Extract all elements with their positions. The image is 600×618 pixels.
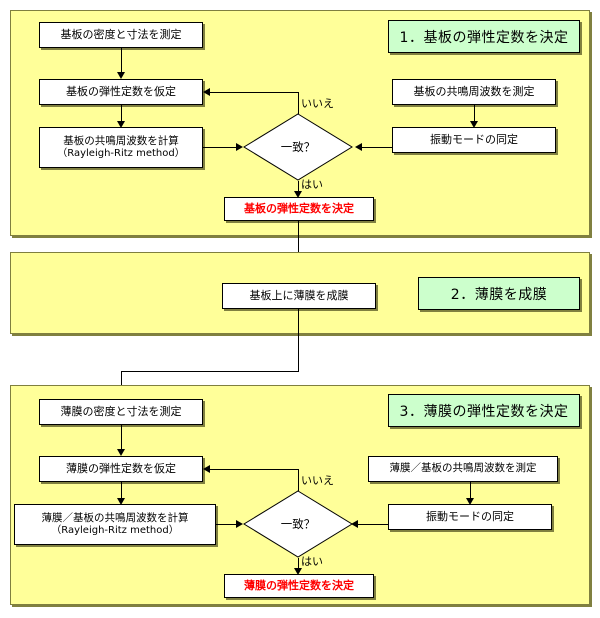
node-measure-density-3[interactable]: 薄膜の密度と寸法を測定: [39, 399, 203, 425]
connector-measfreq-to-mode-3: [470, 482, 471, 502]
arrowhead-yes-to-result-1: [294, 191, 302, 198]
node-decision-1[interactable]: 一致？: [243, 113, 353, 181]
arrowhead-assume-to-calc-3: [117, 498, 125, 505]
node-result-3-label: 薄膜の弾性定数を決定: [244, 579, 354, 593]
node-identify-mode-1[interactable]: 振動モードの同定: [392, 127, 556, 153]
node-calc-frequency-1-line2: （Rayleigh‐Ritz method）: [57, 147, 185, 159]
edge-label-yes-1: はい: [301, 178, 323, 191]
node-assume-constants-3[interactable]: 薄膜の弾性定数を仮定: [39, 456, 203, 482]
node-calc-frequency-1-line1: 基板の共鳴周波数を計算: [63, 134, 179, 147]
connector-mode-to-decision-3: [358, 524, 389, 525]
edge-label-no-3: いいえ: [301, 474, 334, 487]
arrowhead-yes-to-result-3: [294, 568, 302, 575]
connector-yes-vertical-1: [298, 181, 299, 195]
node-calc-frequency-3[interactable]: 薄膜／基板の共鳴周波数を計算 （Rayleigh‐Ritz method）: [14, 504, 216, 545]
node-identify-mode-3-label: 振動モードの同定: [426, 510, 514, 524]
section-title-2: 2．薄膜を成膜: [418, 277, 580, 310]
node-calc-frequency-1[interactable]: 基板の共鳴周波数を計算 （Rayleigh‐Ritz method）: [39, 127, 203, 168]
node-deposit-film[interactable]: 基板上に薄膜を成膜: [222, 283, 376, 309]
section-title-3: 3．薄膜の弾性定数を決定: [388, 394, 580, 427]
node-measure-frequency-3[interactable]: 薄膜／基板の共鳴周波数を測定: [368, 456, 558, 482]
connector-no-horizontal-3: [210, 469, 299, 470]
arrowhead-density-to-assume-1: [117, 72, 125, 79]
arrowhead-calc-to-decision-3: [236, 520, 243, 528]
section-title-2-label: 2．薄膜を成膜: [450, 286, 548, 303]
arrowhead-mode-to-decision-3: [351, 520, 358, 528]
connector-calc-to-decision-3: [216, 524, 239, 525]
connector-no-vertical-1: [298, 92, 299, 114]
connector-assume-to-calc-1: [121, 105, 122, 125]
node-measure-density-3-label: 薄膜の密度と寸法を測定: [60, 405, 182, 419]
edge-label-no-1: いいえ: [301, 97, 334, 110]
decision-diamond-shape-3: [243, 490, 353, 558]
arrowhead-measfreq-to-mode-3: [466, 498, 474, 505]
connector-assume-to-calc-3: [121, 482, 122, 502]
node-measure-frequency-1[interactable]: 基板の共鳴周波数を測定: [392, 79, 556, 105]
node-measure-density-1[interactable]: 基板の密度と寸法を測定: [39, 22, 203, 48]
connector-section1-to-section2: [298, 221, 299, 281]
connector-density-to-assume-3: [121, 425, 122, 451]
arrowhead-measfreq-to-mode-1: [470, 121, 478, 128]
arrowhead-no-to-assume-3: [203, 465, 210, 473]
connector-density-to-assume-1: [121, 48, 122, 74]
arrowhead-assume-to-calc-1: [117, 121, 125, 128]
node-measure-frequency-3-label: 薄膜／基板の共鳴周波数を測定: [389, 462, 537, 475]
arrowhead-density-to-assume-3: [117, 449, 125, 456]
connector-measfreq-to-mode-1: [474, 105, 475, 125]
arrowhead-no-to-assume-1: [203, 88, 210, 96]
node-measure-density-1-label: 基板の密度と寸法を測定: [60, 28, 182, 42]
node-assume-constants-1[interactable]: 基板の弾性定数を仮定: [39, 79, 203, 105]
connector-mode-to-decision-1: [362, 147, 393, 148]
node-decision-3[interactable]: 一致？: [243, 490, 353, 558]
connector-section2-to-section3-horizontal: [121, 371, 299, 372]
connector-yes-vertical-3: [298, 558, 299, 572]
connector-section2-to-section3-vertical-b: [121, 371, 122, 397]
arrowhead-calc-to-decision-1: [236, 143, 243, 151]
connector-section2-to-section3-vertical-a: [298, 309, 299, 371]
node-assume-constants-3-label: 薄膜の弾性定数を仮定: [66, 462, 176, 476]
section-title-1-label: 1．基板の弾性定数を決定: [399, 29, 569, 46]
node-result-1-label: 基板の弾性定数を決定: [244, 202, 354, 216]
connector-no-vertical-3: [298, 469, 299, 491]
node-identify-mode-1-label: 振動モードの同定: [430, 133, 518, 147]
node-measure-frequency-1-label: 基板の共鳴周波数を測定: [413, 85, 535, 99]
section-title-3-label: 3．薄膜の弾性定数を決定: [399, 403, 569, 420]
node-deposit-film-label: 基板上に薄膜を成膜: [249, 289, 349, 303]
arrowhead-mode-to-decision-1: [355, 143, 362, 151]
edge-label-yes-3: はい: [301, 555, 323, 568]
decision-diamond-shape-1: [243, 113, 353, 181]
node-assume-constants-1-label: 基板の弾性定数を仮定: [66, 85, 176, 99]
node-result-1[interactable]: 基板の弾性定数を決定: [224, 197, 374, 221]
node-calc-frequency-3-line2: （Rayleigh‐Ritz method）: [51, 524, 179, 536]
connector-calc-to-decision-1: [203, 147, 239, 148]
connector-no-horizontal-1: [210, 92, 299, 93]
node-calc-frequency-3-line1: 薄膜／基板の共鳴周波数を計算: [41, 511, 189, 524]
node-identify-mode-3[interactable]: 振動モードの同定: [388, 504, 552, 530]
section-title-1: 1．基板の弾性定数を決定: [388, 20, 580, 53]
node-result-3[interactable]: 薄膜の弾性定数を決定: [224, 574, 374, 598]
